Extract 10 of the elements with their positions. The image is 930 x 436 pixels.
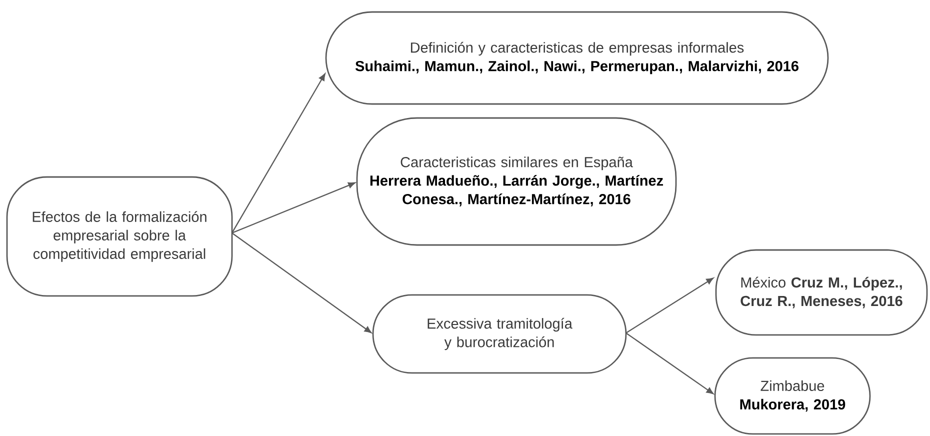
- rounded-box: Zimbabue Mukorera, 2019: [714, 357, 871, 435]
- rounded-box: México Cruz M., López., Cruz R., Meneses, 2016: [715, 249, 928, 336]
- rounded-box: Excessiva tramitología y burocratización: [372, 294, 627, 374]
- arrow: [232, 73, 326, 234]
- arrow: [626, 332, 714, 394]
- arrow: [232, 232, 372, 334]
- rounded-box: Caracteristicas similares en España Herrera Madueño., Larrán Jorge., Martínez Conesa., Martínez-Martínez, 2016: [356, 117, 677, 246]
- rounded-box: Efectos de la formalización empresarial sobre la competitividad empresarial: [6, 176, 233, 297]
- arrow: [626, 278, 714, 334]
- arrow: [232, 182, 356, 234]
